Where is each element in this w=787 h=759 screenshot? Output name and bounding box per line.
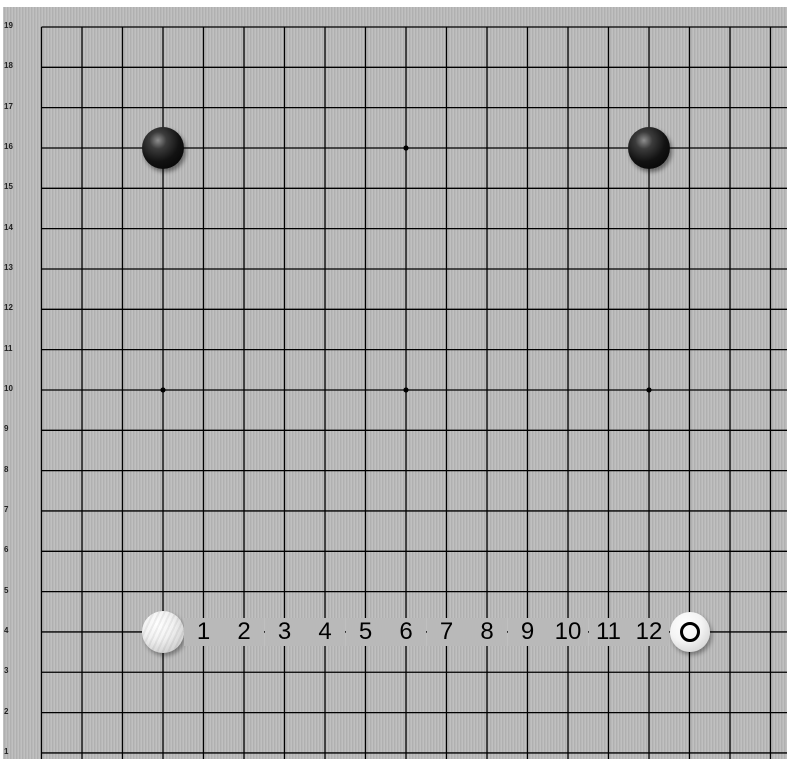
rank-label: 17 (4, 102, 22, 112)
rank-label: 1 (4, 747, 22, 757)
move-number-label[interactable]: 7 (427, 618, 467, 646)
rank-label: 9 (4, 424, 22, 434)
last-move-white-stone[interactable] (670, 612, 710, 652)
black-stone[interactable] (142, 127, 184, 169)
move-number-label[interactable]: 12 (629, 618, 669, 646)
black-stone[interactable] (628, 127, 670, 169)
rank-label: 2 (4, 707, 22, 717)
move-number-label[interactable]: 8 (467, 618, 507, 646)
star-point (160, 387, 165, 392)
star-point (403, 387, 408, 392)
rank-label: 12 (4, 303, 22, 313)
rank-label: 15 (4, 182, 22, 192)
move-number-label[interactable]: 9 (508, 618, 548, 646)
rank-label: 7 (4, 505, 22, 515)
rank-label: 18 (4, 61, 22, 71)
rank-label: 3 (4, 666, 22, 676)
rank-label: 13 (4, 263, 22, 273)
move-number-label[interactable]: 11 (589, 618, 629, 646)
move-number-label[interactable]: 10 (548, 618, 588, 646)
rank-label: 10 (4, 384, 22, 394)
circle-marker-icon (680, 622, 700, 642)
rank-label: 14 (4, 223, 22, 233)
rank-label: 4 (4, 626, 22, 636)
white-stone[interactable] (142, 611, 184, 653)
rank-label: 19 (4, 21, 22, 31)
rank-label: 11 (4, 344, 22, 354)
rank-label: 16 (4, 142, 22, 152)
move-number-label[interactable]: 3 (265, 618, 305, 646)
move-number-label[interactable]: 1 (184, 618, 224, 646)
rank-label: 5 (4, 586, 22, 596)
rank-label: 6 (4, 545, 22, 555)
move-number-label[interactable]: 2 (224, 618, 264, 646)
move-number-label[interactable]: 5 (346, 618, 386, 646)
rank-label: 8 (4, 465, 22, 475)
move-number-label[interactable]: 6 (386, 618, 426, 646)
move-number-label[interactable]: 4 (305, 618, 345, 646)
star-point (403, 145, 408, 150)
star-point (646, 387, 651, 392)
